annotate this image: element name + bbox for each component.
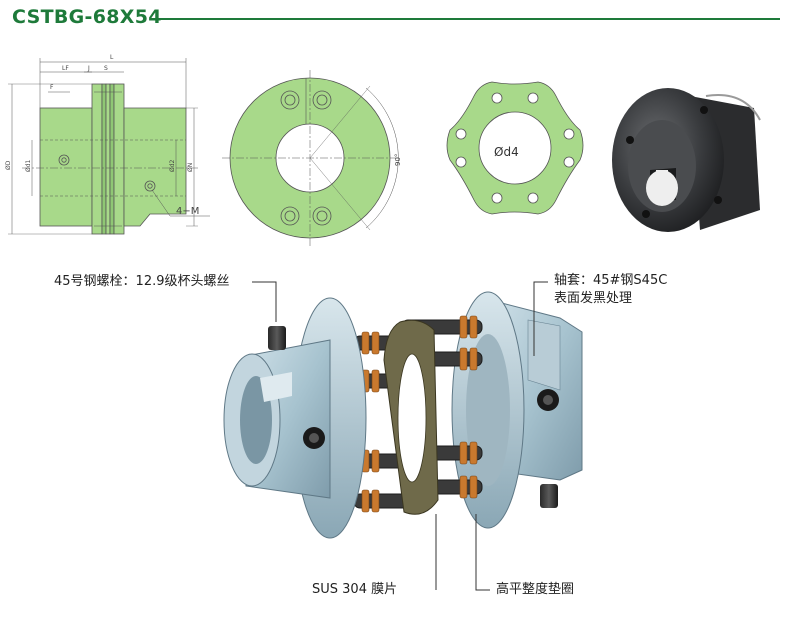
dim-D: ØD	[5, 160, 12, 170]
dim-J: J	[87, 65, 90, 72]
sleeve-callout-line1: 轴套：45#钢S45C	[554, 273, 668, 288]
side-view-drawing	[8, 58, 210, 235]
bolt-callout: 45号钢螺栓：12.9级杯头螺丝	[54, 274, 230, 289]
front-view-drawing	[222, 70, 399, 246]
disc-diameter-label: Ød4	[494, 145, 519, 159]
dim-LF: LF	[62, 65, 69, 72]
angle-label: 90°	[394, 154, 402, 166]
dim-M: 4−M	[176, 206, 199, 217]
washer-callout: 高平整度垫圈	[496, 582, 575, 597]
diaphragm-callout: SUS 304 膜片	[312, 582, 398, 597]
product-photo	[612, 88, 761, 232]
dim-S: S	[104, 65, 108, 72]
title-rule	[160, 18, 780, 20]
dim-L: L	[110, 54, 114, 61]
sleeve-callout-line2: 表面发黑处理	[554, 291, 633, 306]
dim-N: ØN	[187, 163, 194, 172]
dim-d2: Ød2	[169, 159, 176, 172]
disc-view-drawing	[446, 81, 584, 215]
dim-F: F	[50, 84, 54, 91]
callout-leaders	[252, 281, 548, 591]
dim-d1: Ød1	[25, 159, 32, 172]
exploded-view	[223, 291, 583, 539]
page-title: CSTBG-68X54	[12, 6, 162, 28]
